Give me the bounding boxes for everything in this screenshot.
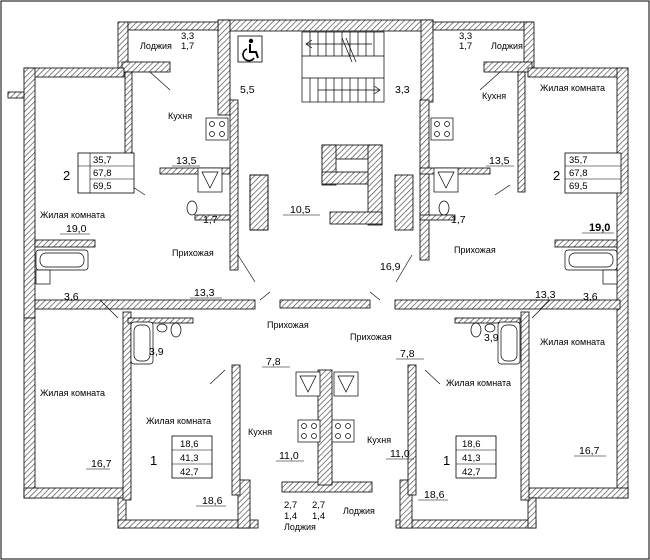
kitchen-area-bl: 11,0 bbox=[279, 450, 299, 462]
loggia-label-bottom-r: Лоджия bbox=[343, 506, 375, 516]
hall-area-br: 7,8 bbox=[400, 348, 415, 360]
apartment-total-area: 41,3 bbox=[180, 453, 199, 464]
hall-area-tl: 13,3 bbox=[194, 287, 215, 299]
apartment-badge-tl: 2 35,7 67,8 69,5 bbox=[63, 152, 135, 194]
loggia-area-tr-a: 3,3 bbox=[459, 31, 472, 42]
apartment-total-area: 67,8 bbox=[569, 168, 588, 179]
stair-right-area: 3,3 bbox=[395, 84, 410, 96]
living-area-br: 16,7 bbox=[579, 445, 600, 457]
apartment-badge-bl: 1 18,6 41,3 42,7 bbox=[150, 435, 213, 479]
hall-area-tr: 13,3 bbox=[535, 289, 556, 301]
living-label-bl2: Жилая комната bbox=[146, 416, 211, 426]
hall-label-center-r: Прихожая bbox=[350, 332, 392, 342]
bath2-area-tl: 3,6 bbox=[64, 291, 79, 303]
apartment-living-area: 18,6 bbox=[462, 439, 481, 450]
corridor-area: 10,5 bbox=[290, 204, 311, 216]
apartment-badge-br: 1 18,6 41,3 42,7 bbox=[443, 435, 497, 479]
loggia-label-tr: Лоджия bbox=[491, 41, 523, 51]
wc-area-bl: 3,9 bbox=[149, 346, 164, 358]
apartment-rooms: 2 bbox=[553, 168, 560, 183]
fixtures bbox=[35, 117, 618, 443]
kitchen-label-bl: Кухня bbox=[248, 427, 272, 437]
apartment-rooms: 1 bbox=[150, 453, 157, 468]
apartment-rooms: 2 bbox=[63, 168, 70, 183]
hall-area-bl: 7,8 bbox=[266, 356, 281, 368]
leader-lines bbox=[60, 165, 614, 507]
hall-label-tl: Прихожая bbox=[172, 248, 214, 258]
apartment-total-area: 67,8 bbox=[93, 168, 112, 179]
apartment-living-area: 35,7 bbox=[569, 155, 588, 166]
living-label-tl: Жилая комната bbox=[40, 210, 105, 220]
living-label-br: Жилая комната bbox=[540, 337, 605, 347]
living2-area-br: 18,6 bbox=[424, 489, 445, 501]
bath2-area-tr: 3,6 bbox=[583, 291, 598, 303]
hall-area-right: 16,9 bbox=[380, 261, 401, 273]
kitchen-area-tl: 13,5 bbox=[176, 155, 197, 167]
hall-label-tr: Прихожая bbox=[454, 245, 496, 255]
kitchen-area-br: 11,0 bbox=[390, 448, 410, 460]
staircase bbox=[301, 31, 385, 103]
loggia-area-tr-b: 1,7 bbox=[459, 41, 472, 52]
apartment-total-area: 41,3 bbox=[462, 453, 481, 464]
loggia-label-tl: Лоджия bbox=[140, 41, 172, 51]
loggia-area-bottom-d: 1,4 bbox=[284, 511, 297, 522]
loggia-area-bottom-a: 2,7 bbox=[312, 500, 325, 511]
apartment-total-loggia-area: 69,5 bbox=[569, 181, 588, 192]
bath-area-tl: 1,7 bbox=[203, 214, 218, 226]
loggia-area-bottom-b: 1,4 bbox=[312, 511, 325, 522]
apartment-rooms: 1 bbox=[443, 453, 450, 468]
apartment-badge-tr: 2 35,7 67,8 69,5 bbox=[553, 152, 622, 194]
living-area-tl: 19,0 bbox=[66, 223, 87, 235]
hall-label-center-l: Прихожая bbox=[267, 320, 309, 330]
living-label-tr: Жилая комната bbox=[540, 83, 605, 93]
loggia-area-bottom-c: 2,7 bbox=[284, 500, 297, 511]
living-area-tr: 19,0 bbox=[589, 222, 610, 234]
loggia-label-bottom-l: Лоджия bbox=[284, 522, 316, 532]
apartment-living-area: 18,6 bbox=[180, 439, 199, 450]
apartment-living-area: 35,7 bbox=[93, 155, 112, 166]
kitchen-label-tr: Кухня bbox=[482, 91, 506, 101]
stair-landing-area: 5,5 bbox=[240, 84, 255, 96]
kitchen-label-tl: Кухня bbox=[168, 111, 192, 121]
living-label-bl: Жилая комната bbox=[40, 388, 105, 398]
loggia-area-tl-a: 3,3 bbox=[181, 31, 194, 42]
kitchen-area-tr: 13,5 bbox=[489, 155, 510, 167]
bath-area-tr: 1,7 bbox=[451, 214, 466, 226]
living-area-bl: 16,7 bbox=[91, 458, 112, 470]
apartment-total-loggia-area: 42,7 bbox=[462, 467, 481, 478]
wheelchair-icon bbox=[237, 35, 263, 63]
walls bbox=[7, 19, 629, 529]
kitchen-label-br: Кухня bbox=[367, 435, 391, 445]
living-label-br2: Жилая комната bbox=[446, 378, 511, 388]
living2-area-bl: 18,6 bbox=[202, 495, 223, 507]
apartment-total-loggia-area: 69,5 bbox=[93, 181, 112, 192]
loggia-area-tl-b: 1,7 bbox=[181, 41, 194, 52]
wc-area-br: 3,9 bbox=[484, 332, 499, 344]
apartment-total-loggia-area: 42,7 bbox=[180, 467, 199, 478]
